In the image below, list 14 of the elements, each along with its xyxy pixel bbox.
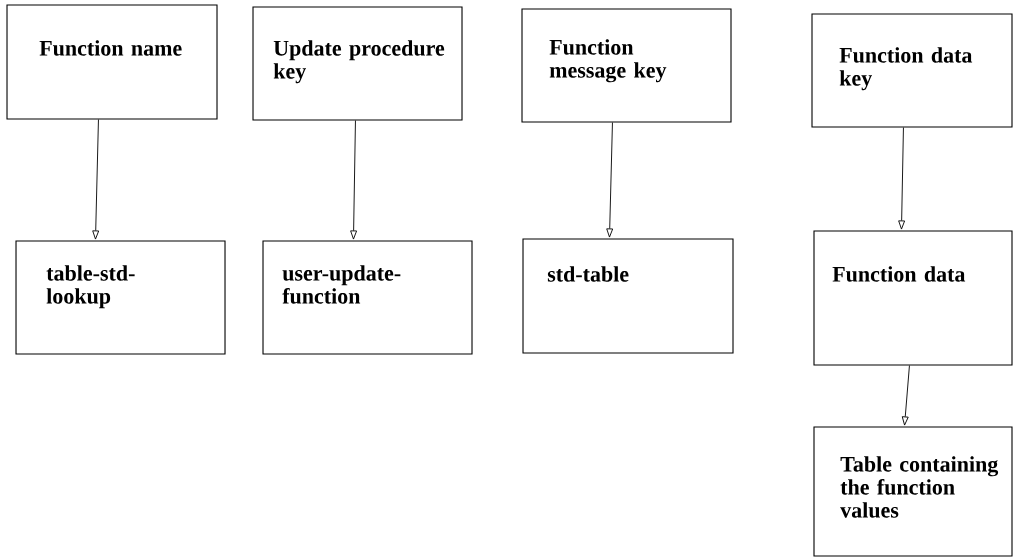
box: Function data key (811, 13, 1013, 128)
arrow (92, 119, 100, 240)
box: Function message key (521, 8, 732, 123)
arrow (606, 122, 614, 238)
box: Function data (813, 230, 1013, 366)
box: Table containing the function values (813, 426, 1013, 557)
box: table-std-lookup (15, 240, 226, 355)
arrow (350, 120, 358, 240)
arrow (901, 365, 910, 426)
box: std-table (522, 238, 734, 354)
box: Function name (6, 4, 218, 120)
arrow (898, 127, 906, 230)
box: user-update-function (262, 240, 473, 355)
box: Update procedure key (252, 6, 463, 121)
